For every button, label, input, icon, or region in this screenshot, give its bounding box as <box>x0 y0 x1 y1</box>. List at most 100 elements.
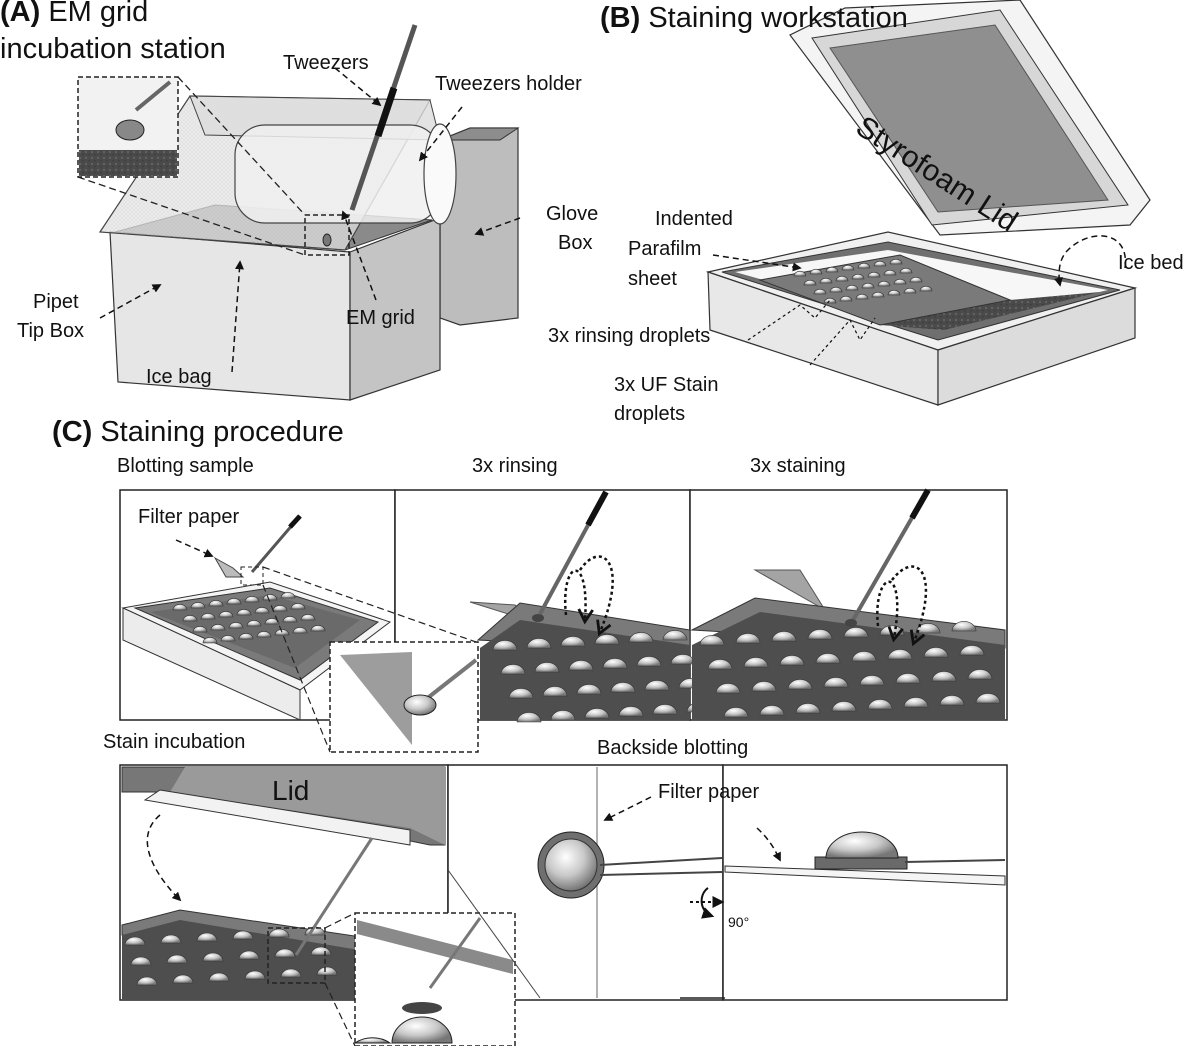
droplet <box>845 284 859 291</box>
droplet <box>628 632 654 643</box>
droplet <box>959 645 985 656</box>
panel-c-title: Staining procedure <box>100 416 344 448</box>
droplet <box>859 675 885 686</box>
droplet <box>516 712 542 723</box>
droplet <box>268 928 290 938</box>
panel-c-letter: (C) <box>52 416 93 448</box>
droplet <box>823 677 849 688</box>
droplet <box>644 680 670 691</box>
droplet <box>636 656 662 667</box>
droplet <box>939 695 965 706</box>
panel-a-letter: (A) <box>0 0 41 28</box>
c6-backside-side <box>724 827 1006 886</box>
label-filter-paper-1: Filter paper <box>138 506 240 528</box>
droplet <box>560 636 586 647</box>
droplet <box>228 622 244 629</box>
label-em-grid: EM grid <box>346 307 415 329</box>
step-stain-incubation: Stain incubation <box>103 731 246 753</box>
droplet <box>262 594 278 601</box>
droplet <box>130 956 152 966</box>
tweezers-holder-tube <box>234 124 441 224</box>
droplet <box>568 660 594 671</box>
droplet <box>160 934 182 944</box>
droplet <box>857 262 871 269</box>
droplet <box>550 710 576 721</box>
droplet <box>226 598 242 605</box>
label-tip-box: Tip Box <box>17 320 85 342</box>
label-lid: Lid <box>272 775 310 806</box>
droplet <box>282 616 298 623</box>
droplet <box>951 621 977 632</box>
droplet <box>602 658 628 669</box>
droplet <box>256 631 272 638</box>
droplet <box>254 607 270 614</box>
label-ice-bed: Ice bed <box>1118 252 1184 274</box>
droplet <box>751 681 777 692</box>
droplet <box>124 936 146 946</box>
droplet <box>290 603 306 610</box>
droplet <box>743 657 769 668</box>
droplet <box>843 627 869 638</box>
droplet <box>236 609 252 616</box>
droplet <box>851 273 865 280</box>
droplet <box>208 972 230 982</box>
droplet <box>707 659 733 670</box>
droplet <box>576 684 602 695</box>
c2-rinsing-scene <box>469 490 712 723</box>
panel-b-illustration <box>705 0 1151 406</box>
droplet <box>735 633 761 644</box>
panel-a-title-line2: incubation station <box>0 33 226 65</box>
droplet <box>771 631 797 642</box>
droplet <box>218 611 234 618</box>
step-blotting-sample: Blotting sample <box>117 455 254 477</box>
droplet <box>200 613 216 620</box>
droplet <box>903 287 917 294</box>
droplet <box>861 282 875 289</box>
droplet <box>238 633 254 640</box>
droplet <box>813 288 827 295</box>
droplet <box>715 683 741 694</box>
droplet <box>534 662 560 673</box>
droplet <box>264 618 280 625</box>
droplet <box>238 950 260 960</box>
droplet <box>610 682 636 693</box>
droplet <box>809 268 823 275</box>
droplet <box>931 671 957 682</box>
label-indented: Indented <box>655 208 733 230</box>
panel-b-title: Staining workstation <box>648 2 908 34</box>
em-grid <box>322 233 332 247</box>
droplet <box>909 276 923 283</box>
droplet <box>887 289 901 296</box>
droplet <box>232 930 254 940</box>
droplet <box>893 278 907 285</box>
droplet <box>172 604 188 611</box>
droplet <box>274 948 296 958</box>
droplet <box>895 673 921 684</box>
ice-bed <box>880 292 1100 330</box>
label-parafilm-sheet: sheet <box>628 268 677 290</box>
label-rotation: 90° <box>728 914 750 930</box>
label-parafilm: Parafilm <box>628 238 702 260</box>
droplet <box>244 596 260 603</box>
droplet <box>584 708 610 719</box>
droplet <box>815 653 841 664</box>
c3-staining-scene <box>690 488 1006 720</box>
droplet <box>310 946 332 956</box>
droplet <box>903 697 929 708</box>
droplet <box>316 966 338 976</box>
droplet <box>272 605 288 612</box>
label-filter-paper-2: Filter paper <box>658 781 760 803</box>
panel-b-heading: (B) Staining workstation <box>600 2 908 35</box>
droplet <box>873 260 887 267</box>
label-rinsing-droplets: 3x rinsing droplets <box>548 325 711 347</box>
droplet <box>787 679 813 690</box>
panel-a-heading: (A) EM grid <box>0 0 148 29</box>
droplet <box>871 291 885 298</box>
c1-blotting-tray <box>121 514 392 721</box>
label-uf-droplets: droplets <box>614 403 686 425</box>
panel-b-letter: (B) <box>600 2 641 34</box>
droplet <box>310 625 326 632</box>
droplet <box>867 271 881 278</box>
droplet <box>841 264 855 271</box>
c4-zoom-inset <box>324 912 516 1046</box>
